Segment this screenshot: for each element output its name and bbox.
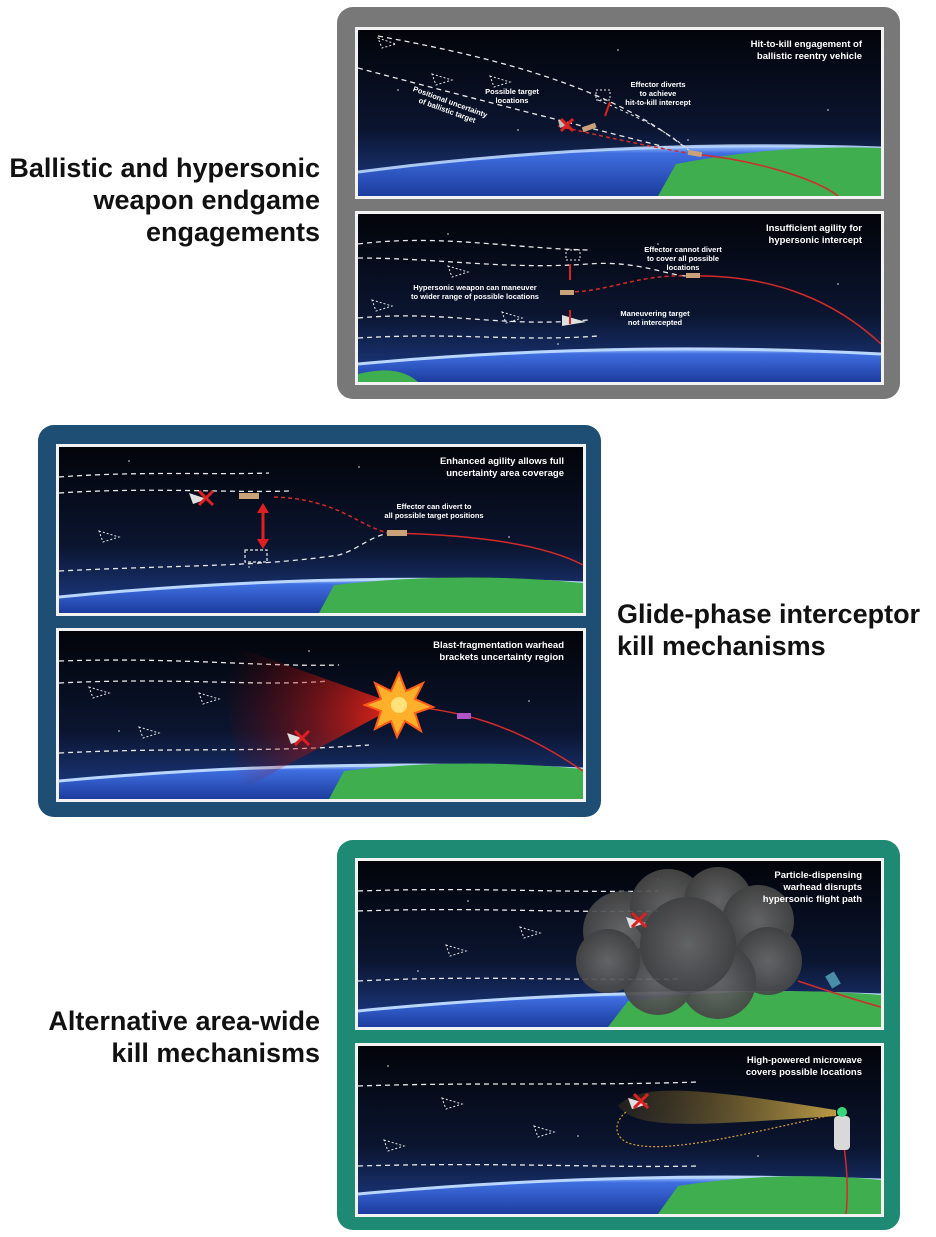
effector-can-label: Effector can divert to	[396, 502, 471, 511]
panel-title-line: Hit-to-kill engagement of	[751, 39, 863, 50]
panel-title-line: ballistic reentry vehicle	[757, 51, 862, 62]
panel-title-line: hypersonic flight path	[763, 894, 862, 905]
title-line: weapon endgame	[93, 185, 320, 215]
effector-diverts-label: Effector diverts	[630, 80, 685, 89]
panel-hit-to-kill: Hit-to-kill engagement of ballistic reen…	[355, 27, 884, 199]
effector-cannot-label: to cover all possible	[647, 254, 719, 263]
panel-title-line: brackets uncertainty region	[439, 652, 564, 663]
panel-title-line: Particle-dispensing	[774, 870, 862, 881]
maneuvering-target-label: Maneuvering target	[620, 309, 690, 318]
effector-diverts-label: to achieve	[640, 89, 677, 98]
title-line: Glide-phase interceptor	[617, 599, 921, 629]
panel-title-line: High-powered microwave	[747, 1055, 862, 1066]
hypersonic-maneuver-label: Hypersonic weapon can maneuver	[413, 283, 536, 292]
maneuvering-target-label: not intercepted	[628, 318, 683, 327]
panel-blast-fragmentation: Blast-fragmentation warhead brackets unc…	[56, 628, 586, 802]
effector-can-label: all possible target positions	[384, 511, 483, 520]
panel-particle-dispensing: Particle-dispensing warhead disrupts hyp…	[355, 858, 884, 1030]
title-line: Alternative area-wide	[48, 1006, 320, 1036]
effector-cannot-label: Effector cannot divert	[644, 245, 722, 254]
title-line: kill mechanisms	[617, 631, 826, 661]
panel-enhanced-agility: Enhanced agility allows full uncertainty…	[56, 444, 586, 616]
section-title-glide: Glide-phase interceptor kill mechanisms	[617, 598, 936, 662]
section-title-alternative: Alternative area-wide kill mechanisms	[0, 1005, 320, 1069]
section-title-ballistic: Ballistic and hypersonic weapon endgame …	[0, 152, 320, 248]
possible-target-label: locations	[496, 96, 529, 105]
panel-title-line: hypersonic intercept	[769, 235, 863, 246]
panel-title-line: Blast-fragmentation warhead	[433, 640, 564, 651]
panel-microwave: High-powered microwave covers possible l…	[355, 1043, 884, 1217]
panel-insufficient-agility: Insufficient agility for hypersonic inte…	[355, 211, 884, 385]
effector-diverts-label: hit-to-kill intercept	[625, 98, 691, 107]
panel-title-line: warhead disrupts	[782, 882, 862, 893]
possible-target-label: Possible target	[485, 87, 539, 96]
title-line: kill mechanisms	[111, 1038, 320, 1068]
title-line: engagements	[145, 217, 320, 247]
title-line: Ballistic and hypersonic	[9, 153, 320, 183]
panel-title-line: covers possible locations	[746, 1067, 862, 1078]
effector-cannot-label: locations	[667, 263, 700, 272]
hypersonic-maneuver-label: to wider range of possible locations	[411, 292, 539, 301]
panel-title-line: Insufficient agility for	[766, 223, 862, 234]
panel-title-line: uncertainty area coverage	[446, 468, 564, 479]
panel-title-line: Enhanced agility allows full	[440, 456, 564, 467]
